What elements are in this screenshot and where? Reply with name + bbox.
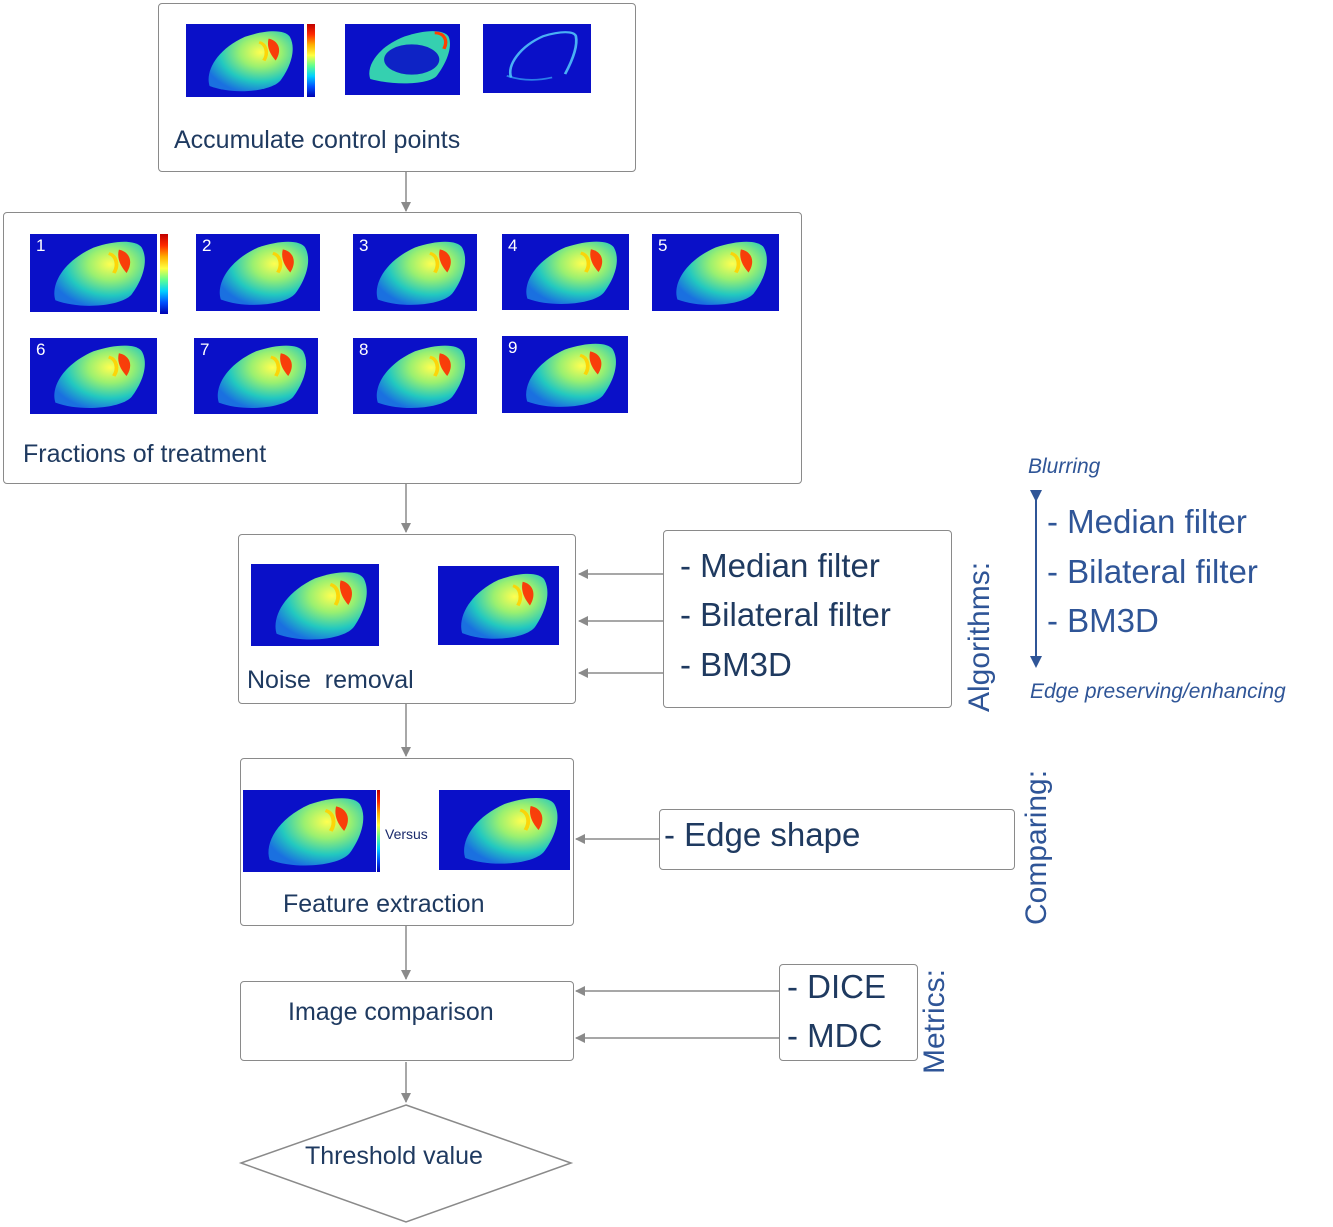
threshold-diamond: [238, 1104, 574, 1223]
heatmap-image: [439, 790, 570, 870]
fraction-map-6: 6: [30, 338, 157, 414]
noise-removal-label: Noise removal: [247, 666, 414, 694]
accumulate-label: Accumulate control points: [174, 126, 461, 154]
fraction-number: 7: [200, 340, 210, 359]
comparing-title: Comparing:: [1020, 769, 1053, 925]
feature-extraction-label: Feature extraction: [283, 890, 485, 918]
algorithms-title: Algorithms:: [963, 561, 996, 712]
heatmap-image: [438, 566, 559, 645]
fraction-map-5: 5: [652, 234, 779, 311]
heatmap-image: [194, 338, 318, 414]
heatmap-image: [483, 24, 591, 93]
image-comparison-box: [240, 981, 574, 1061]
heatmap-image: [652, 234, 779, 311]
comparing-edge-shape: - Edge shape: [664, 816, 861, 853]
scale-median: - Median filter: [1047, 503, 1247, 540]
heatmap-image: [502, 234, 629, 310]
algorithms-box: [663, 530, 952, 708]
accumulated-map-1: [186, 24, 304, 97]
fraction-map-2: 2: [196, 234, 320, 311]
comparing-box: [659, 809, 1015, 870]
heatmap-image: [196, 234, 320, 311]
fraction-number: 4: [508, 236, 518, 255]
algorithm-bm3d: - BM3D: [680, 646, 792, 683]
scale-bilateral: - Bilateral filter: [1047, 553, 1258, 590]
fraction-map-4: 4: [502, 234, 629, 310]
image-comparison-label: Image comparison: [288, 998, 494, 1026]
fraction-number: 9: [508, 338, 518, 357]
heatmap-image: [243, 790, 376, 872]
threshold-label: Threshold value: [305, 1142, 483, 1170]
algorithm-median: - Median filter: [680, 547, 880, 584]
fraction-map-8: 8: [353, 338, 477, 414]
feature-map-a: [243, 790, 376, 872]
heatmap-image: [345, 24, 460, 95]
metric-mdc: - MDC: [787, 1017, 883, 1054]
accumulated-map-2: [345, 24, 460, 95]
scale-top-label: Blurring: [1028, 455, 1101, 478]
heatmap-image: [353, 338, 477, 414]
fraction-number: 3: [359, 236, 369, 255]
algorithm-bilateral: - Bilateral filter: [680, 596, 891, 633]
fraction-number: 8: [359, 340, 369, 359]
heatmap-image: [353, 234, 477, 311]
metric-dice: - DICE: [787, 968, 886, 1005]
heatmap-image: [251, 564, 379, 646]
fractions-colorbar: [160, 234, 168, 314]
metrics-box: [779, 964, 918, 1061]
noisy-map: [251, 564, 379, 646]
feature-colorbar: [377, 790, 380, 872]
fraction-map-7: 7: [194, 338, 318, 414]
heatmap-image: [30, 234, 157, 312]
versus-label: Versus: [385, 826, 428, 842]
fractions-label: Fractions of treatment: [23, 440, 267, 468]
heatmap-image: [502, 336, 628, 413]
fraction-map-3: 3: [353, 234, 477, 311]
scale-bottom-label: Edge preserving/enhancing: [1030, 680, 1286, 703]
colorbar: [307, 24, 315, 97]
feature-map-b: [439, 790, 570, 870]
metrics-title: Metrics:: [918, 969, 951, 1074]
fraction-map-9: 9: [502, 336, 628, 413]
fraction-map-1: 1: [30, 234, 157, 312]
heatmap-image: [30, 338, 157, 414]
fraction-number: 6: [36, 340, 46, 359]
scale-bm3d: - BM3D: [1047, 602, 1159, 639]
accumulated-map-3: [483, 24, 591, 93]
fraction-number: 1: [36, 236, 46, 255]
heatmap-image: [186, 24, 304, 97]
denoised-map: [438, 566, 559, 645]
fraction-number: 5: [658, 236, 668, 255]
fraction-number: 2: [202, 236, 212, 255]
